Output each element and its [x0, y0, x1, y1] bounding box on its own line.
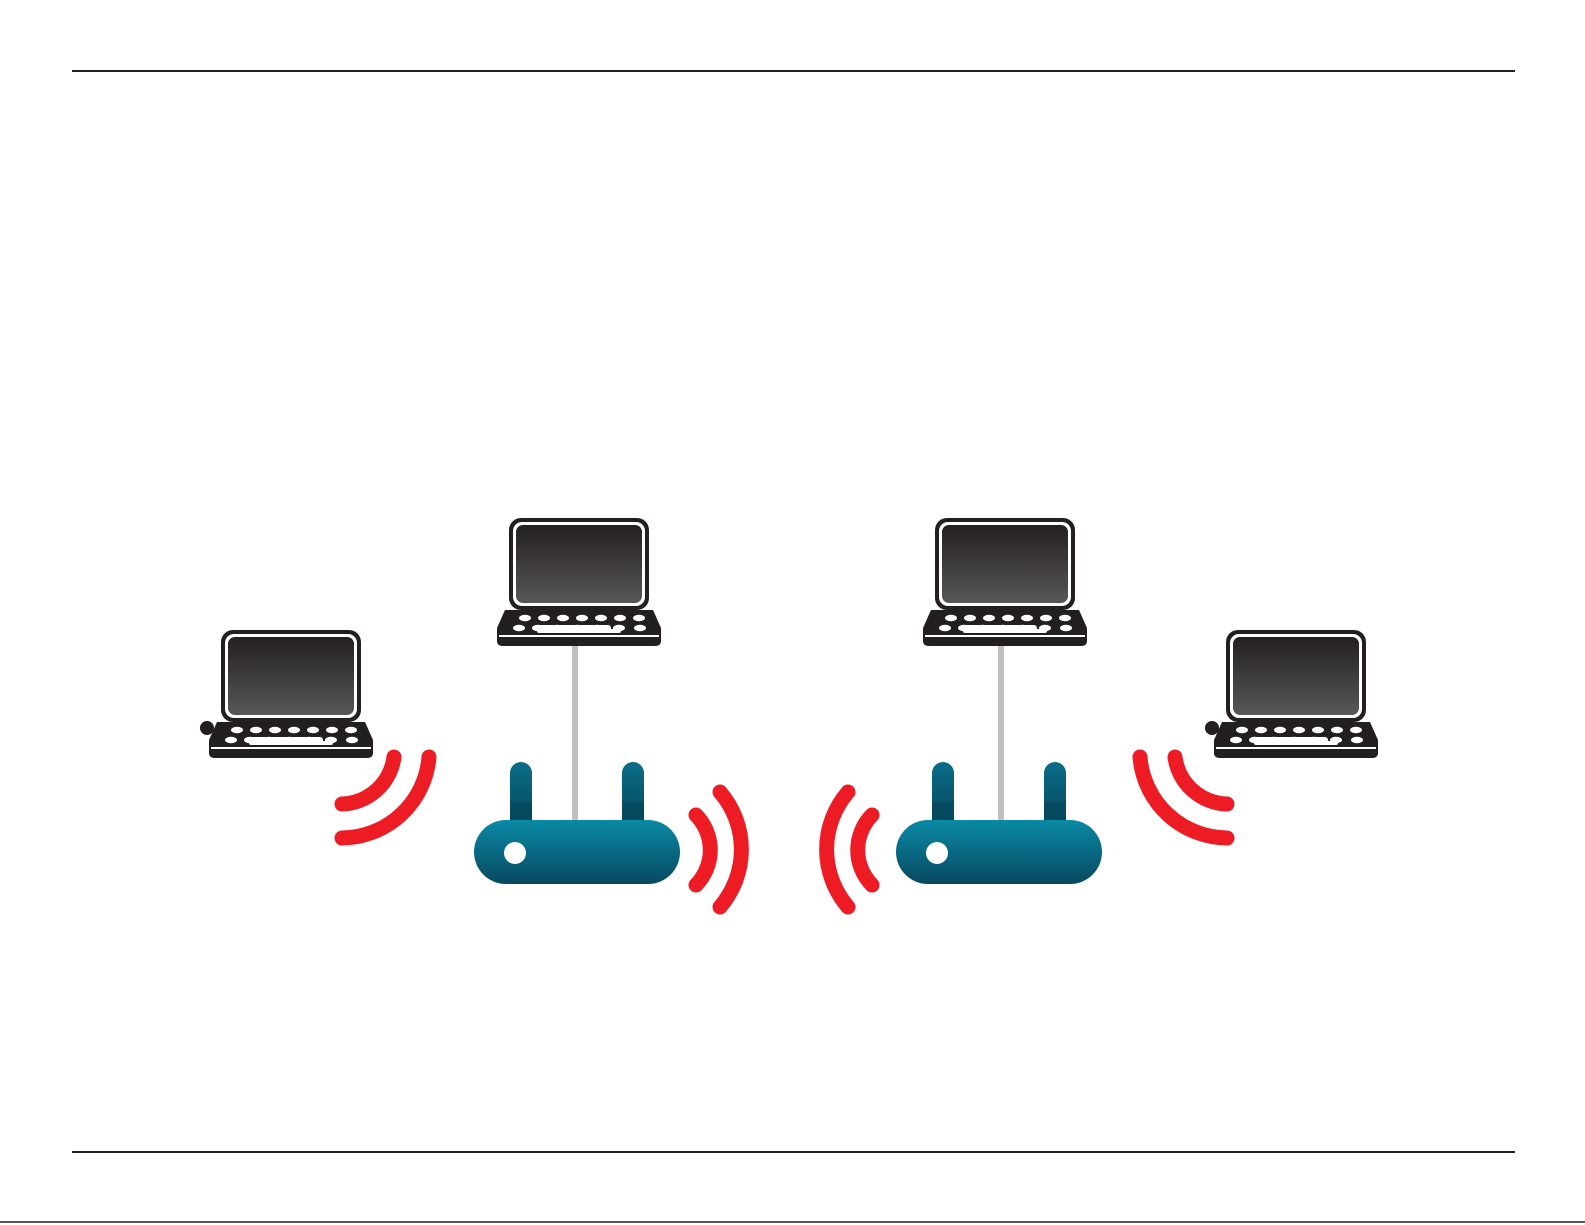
usb-adapter-icon: [1205, 721, 1219, 735]
laptop-icon: [497, 518, 661, 646]
wifi-signal-icon: [1175, 757, 1227, 804]
wifi-signal-icon: [720, 792, 741, 907]
wifi-signal-icon: [827, 792, 848, 907]
laptop-icon: [209, 630, 373, 758]
wifi-signal-icon: [342, 757, 394, 804]
laptop-icon: [923, 518, 1087, 646]
usb-adapter-icon: [200, 721, 214, 735]
wifi-signal-icon: [696, 815, 710, 885]
wifi-signal-icon: [858, 815, 872, 885]
laptop-icon: [1214, 630, 1378, 758]
